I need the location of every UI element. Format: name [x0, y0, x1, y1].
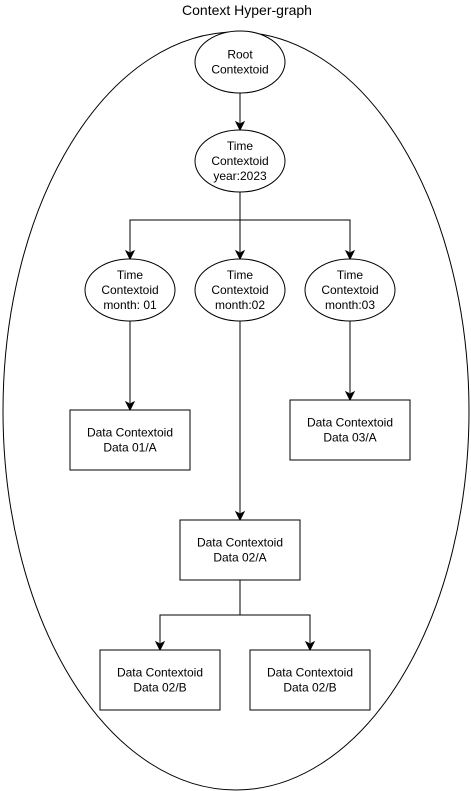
- edges-layer: [124, 93, 356, 652]
- node-ellipse: [194, 30, 286, 94]
- node-rect: [99, 649, 221, 711]
- node-label-line: month:02: [215, 298, 265, 312]
- node-label-line: Contextoid: [101, 283, 158, 297]
- arrowhead: [124, 400, 136, 412]
- node-label-line: month: 01: [103, 298, 157, 312]
- arrowhead: [234, 120, 246, 132]
- arrowhead: [304, 640, 316, 652]
- node-rect: [289, 399, 411, 461]
- node-label-line: year:2023: [213, 169, 267, 183]
- node-label-line: Root: [227, 48, 253, 62]
- edge-month01-to-data01a: [124, 321, 136, 412]
- node-label-line: Data Contextoid: [197, 536, 283, 550]
- node-ellipse: [304, 258, 396, 322]
- node-label-line: Time: [227, 268, 254, 282]
- edge-month03-to-data03a: [344, 321, 356, 402]
- node-label-line: Contextoid: [211, 63, 268, 77]
- node-label-line: Data Contextoid: [87, 426, 173, 440]
- node-label-line: Data 01/A: [103, 441, 156, 455]
- node-label-line: Data Contextoid: [267, 666, 353, 680]
- nodes-layer: RootContextoidTimeContextoidyear:2023Tim…: [69, 30, 411, 711]
- edge-month02-to-data02a: [234, 321, 246, 522]
- node-label-line: Data 03/A: [323, 431, 376, 445]
- node-label-line: Contextoid: [211, 154, 268, 168]
- arrowhead: [124, 249, 136, 261]
- node-label-line: Contextoid: [211, 283, 268, 297]
- node-label-line: Time: [337, 268, 364, 282]
- node-ellipse: [84, 258, 176, 322]
- arrowhead: [234, 249, 246, 261]
- arrowhead: [344, 390, 356, 402]
- node-label-line: Data Contextoid: [307, 416, 393, 430]
- edge-year-to-month03: [239, 192, 356, 261]
- node-label-line: month:03: [325, 298, 375, 312]
- edge-root-to-year: [234, 93, 246, 132]
- node-label-line: Time: [227, 139, 254, 153]
- node-label-line: Data 02/A: [213, 551, 266, 565]
- node-label-line: Data 02/B: [283, 681, 336, 695]
- edge-line: [239, 192, 351, 252]
- diagram-title: Context Hyper-graph: [182, 2, 312, 18]
- arrowhead: [344, 249, 356, 261]
- node-rect: [249, 649, 371, 711]
- node-ellipse: [194, 258, 286, 322]
- node-label-line: Data Contextoid: [117, 666, 203, 680]
- edge-data02a-to-data02b_2: [239, 580, 316, 652]
- node-label-line: Data 02/B: [133, 681, 186, 695]
- arrowhead: [234, 510, 246, 522]
- node-label-line: Contextoid: [321, 283, 378, 297]
- node-label-line: Time: [117, 268, 144, 282]
- node-ellipse: [194, 129, 286, 193]
- node-rect: [69, 409, 191, 471]
- node-rect: [179, 519, 301, 581]
- edge-line: [239, 580, 311, 643]
- arrowhead: [154, 640, 166, 652]
